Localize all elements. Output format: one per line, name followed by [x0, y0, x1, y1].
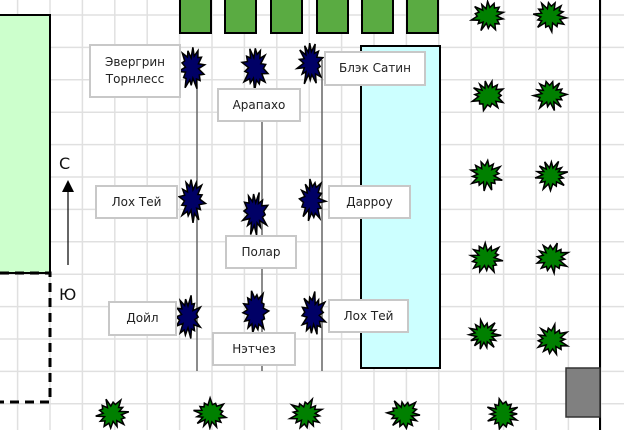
blackberry-bush-icon [176, 47, 207, 89]
shrub-icon [486, 396, 520, 430]
garden-bed [361, 0, 394, 34]
blackberry-bush-icon [177, 179, 208, 224]
shrub-icon [530, 79, 570, 111]
lawn-area [0, 14, 51, 274]
shrub-icon [468, 158, 503, 192]
shrub-icon [534, 159, 569, 194]
garden-bed [179, 0, 212, 34]
garden-bed [270, 0, 303, 34]
blackberry-bush-icon [241, 290, 271, 333]
shrub-icon [384, 399, 421, 430]
blackberry-bush-icon [240, 192, 270, 236]
shrub-icon [468, 0, 506, 32]
label-doyle: Дойл [108, 301, 177, 336]
garden-bed [316, 0, 349, 34]
blackberry-bush-icon [298, 178, 329, 222]
blackberry-bush-icon [240, 48, 270, 91]
compass-south: Ю [59, 285, 77, 304]
shrub-icon [536, 321, 571, 357]
blackberry-bush-icon [294, 42, 325, 85]
blackberry-bush-icon [174, 295, 203, 339]
shrub-icon [532, 0, 570, 35]
label-black-satin: Блэк Сатин [324, 51, 426, 86]
garden-bed [406, 0, 439, 34]
shrub-icon [535, 242, 571, 277]
label-arapaho: Арапахо [217, 88, 301, 122]
compass-north: С [59, 154, 71, 173]
shrub-icon [466, 316, 502, 351]
label-loch-tay-left: Лох Тей [95, 185, 178, 219]
shrub-icon [287, 396, 325, 430]
label-darrow: Дарроу [328, 185, 411, 219]
dashed-area [0, 271, 52, 404]
shrub-icon [95, 398, 130, 430]
label-evergreen-thornless: Эвергрин Торнлесс [89, 44, 181, 98]
label-natchez: Нэтчез [212, 332, 296, 366]
garden-bed [224, 0, 257, 34]
blackberry-bush-icon [300, 291, 328, 335]
label-polar: Полар [225, 235, 297, 269]
shrub-icon [469, 78, 506, 113]
label-loch-tay-right: Лох Тей [328, 299, 409, 333]
compass-arrow-head [62, 180, 74, 192]
shrub-icon [193, 395, 229, 430]
shrub-icon [467, 240, 504, 275]
shed [565, 367, 601, 418]
